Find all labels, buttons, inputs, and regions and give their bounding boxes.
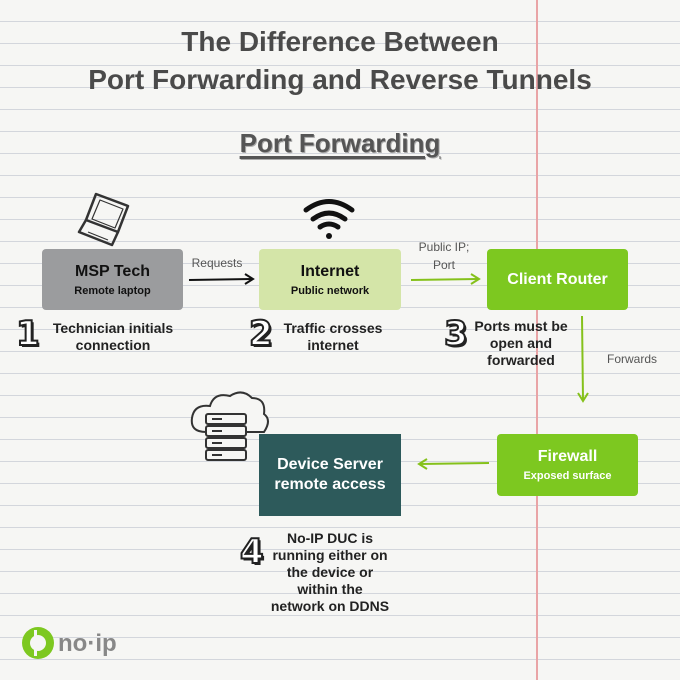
internet-label: Internet xyxy=(300,262,360,280)
wifi-icon xyxy=(303,199,355,239)
arrow-public-ip xyxy=(410,273,481,285)
step-1-note-line-2: connection xyxy=(75,337,151,353)
edge-label-requests: Requests xyxy=(191,256,243,270)
section-title: Port Forwarding xyxy=(239,128,441,158)
laptop-icon xyxy=(77,192,130,247)
cloud-server-icon xyxy=(190,391,269,461)
step-2-number: 2 xyxy=(248,313,274,355)
internet-node: Internet Public network xyxy=(259,249,401,310)
step-3-note-line-3: forwarded xyxy=(487,352,555,368)
step-3-number: 3 xyxy=(443,313,469,355)
edge-label-forwards: Forwards xyxy=(606,352,657,366)
firewall-sublabel: Exposed surface xyxy=(523,470,612,482)
edge-label-public-ip-line-1: Public IP; xyxy=(418,240,470,254)
step-4-note-line-5: network on DDNS xyxy=(270,598,390,614)
page-title-line-2: Port Forwarding and Reverse Tunnels xyxy=(88,64,592,95)
internet-sublabel: Public network xyxy=(290,284,370,297)
step-2-note-line-2: internet xyxy=(307,337,359,353)
step-1-number: 1 xyxy=(15,313,41,355)
step-4-note-line-3: the device or xyxy=(286,564,374,580)
client-router-label: Client Router xyxy=(507,270,608,288)
page-title-line-1: The Difference Between xyxy=(181,26,499,57)
msp-tech-node: MSP Tech Remote laptop xyxy=(42,249,183,310)
arrow-forwards xyxy=(577,315,589,403)
notebook-margin-line xyxy=(536,0,538,680)
arrow-requests xyxy=(188,273,255,285)
firewall-label: Firewall xyxy=(537,448,598,465)
msp-tech-label: MSP Tech xyxy=(75,262,150,280)
step-2-note-line-1: Traffic crosses xyxy=(283,320,383,336)
noip-logo-icon xyxy=(22,627,54,659)
noip-logo-text: no·ip xyxy=(58,630,117,657)
edge-label-public-ip: Public IP; Port xyxy=(408,238,480,274)
step-2-note: Traffic crosses internet xyxy=(274,320,392,354)
step-1-note-line-1: Technician initials xyxy=(52,320,174,336)
step-4-note-line-2: running either on xyxy=(272,547,388,563)
client-router-node: Client Router xyxy=(487,249,628,310)
device-server-node: Device Server remote access xyxy=(259,434,401,516)
device-server-label-line-1: Device Server xyxy=(277,456,383,473)
msp-tech-sublabel: Remote laptop xyxy=(74,284,151,297)
device-server-label-line-2: remote access xyxy=(274,476,386,493)
firewall-node: Firewall Exposed surface xyxy=(497,434,638,496)
step-1-note: Technician initials connection xyxy=(48,320,178,354)
arrow-to-device-server xyxy=(417,458,490,470)
step-3-note-line-1: Ports must be xyxy=(474,318,568,334)
step-4-note-line-1: No-IP DUC is xyxy=(286,530,374,546)
step-4-note-line-4: within the xyxy=(297,581,363,597)
step-4-number: 4 xyxy=(239,531,265,573)
edge-label-public-ip-line-2: Port xyxy=(432,258,455,272)
step-3-note: Ports must be open and forwarded xyxy=(469,318,573,369)
step-4-note: No-IP DUC is running either on the devic… xyxy=(264,530,396,615)
step-3-note-line-2: open and xyxy=(489,335,553,351)
